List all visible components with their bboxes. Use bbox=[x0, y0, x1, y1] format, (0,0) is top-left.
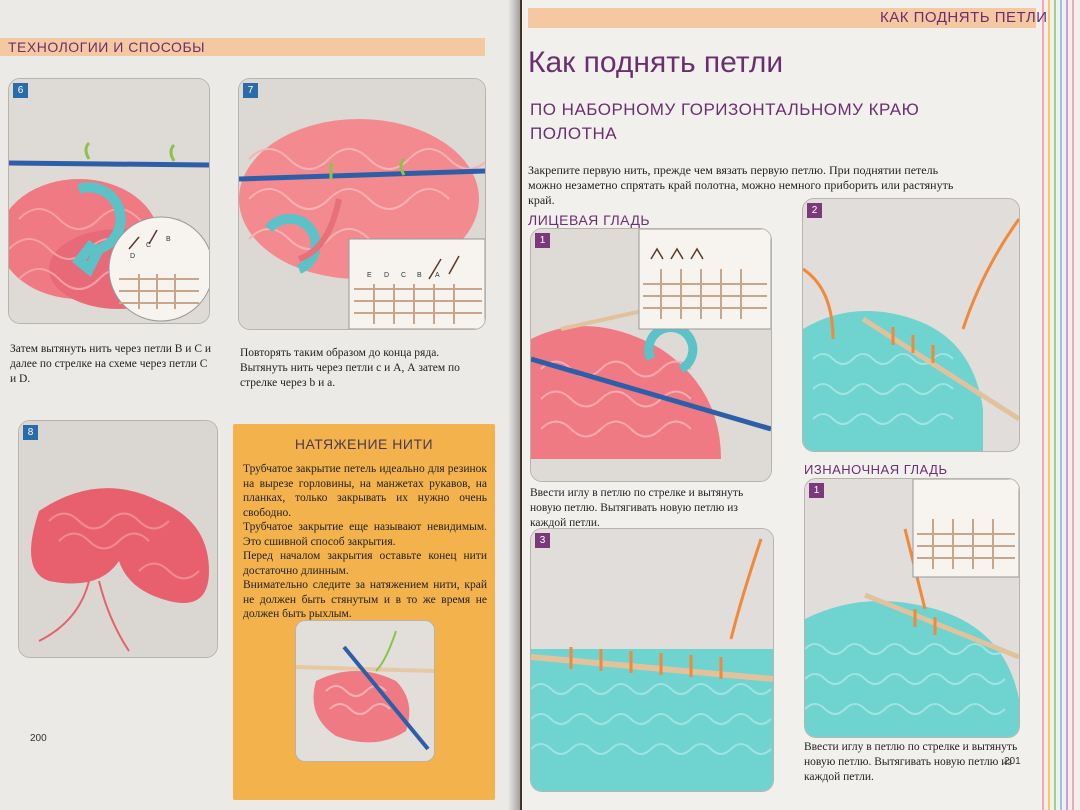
tip-paragraph-1: Трубчатое закрытие петель идеально для р… bbox=[243, 463, 487, 519]
step-7-badge: 7 bbox=[243, 83, 258, 98]
diagram-6-letter-b: B bbox=[166, 236, 171, 243]
purl-step-1-caption: Ввести иглу в петлю по стрелке и вытянут… bbox=[804, 741, 1018, 783]
diagram-6-letter-d: D bbox=[130, 253, 135, 260]
purl-stitch-heading: ИЗНАНОЧНАЯ ГЛАДЬ bbox=[804, 462, 948, 477]
step-6-badge: 6 bbox=[13, 83, 28, 98]
diagram-7-letter-e: E bbox=[367, 272, 372, 279]
tip-photo bbox=[295, 620, 435, 762]
knitting-photo-7: E D C B A bbox=[239, 79, 485, 329]
tip-box: НАТЯЖЕНИЕ НИТИ Трубчатое закрытие петель… bbox=[233, 424, 495, 800]
tip-paragraph-3: Перед началом закрытия оставьте конец ни… bbox=[243, 550, 487, 577]
step-8-badge: 8 bbox=[23, 425, 38, 440]
step-7-caption: Повторять таким образом до конца ряда. В… bbox=[240, 347, 460, 389]
diagram-6-letter-c: C bbox=[146, 242, 151, 249]
knitting-photo-8 bbox=[19, 421, 217, 657]
section-band bbox=[0, 38, 485, 56]
left-page: ТЕХНОЛОГИИ И СПОСОБЫ D C B bbox=[0, 0, 520, 810]
purl-step-1-photo: 1 bbox=[804, 478, 1020, 738]
tip-paragraph-2: Трубчатое закрытие еще называют невидимы… bbox=[243, 521, 487, 548]
front-stitch-heading: ЛИЦЕВАЯ ГЛАДЬ bbox=[528, 212, 651, 228]
front-step-2-badge: 2 bbox=[807, 203, 822, 218]
knitting-photo-purl-1 bbox=[805, 479, 1019, 737]
page-subtitle: ПО НАБОРНОМУ ГОРИЗОНТАЛЬНОМУ КРАЮ ПОЛОТН… bbox=[530, 100, 920, 143]
step-7-photo: E D C B A 7 bbox=[238, 78, 486, 330]
knitting-photo-front-2 bbox=[803, 199, 1019, 451]
right-section-label: КАК ПОДНЯТЬ ПЕТЛИ bbox=[880, 9, 1048, 26]
front-step-1-photo: 1 bbox=[530, 228, 772, 482]
knitting-photo-front-1 bbox=[531, 229, 771, 481]
page-number-right: 201 bbox=[1004, 756, 1021, 767]
step-6-caption: Затем вытянуть нить через петли В и С и … bbox=[10, 343, 212, 385]
diagram-7-letter-b: B bbox=[417, 272, 422, 279]
page-number-left: 200 bbox=[30, 733, 47, 744]
intro-text: Закрепите первую нить, прежде чем вязать… bbox=[528, 163, 954, 207]
front-step-1-badge: 1 bbox=[535, 233, 550, 248]
diagram-7-letter-d: D bbox=[384, 272, 389, 279]
diagram-7-letter-a: A bbox=[435, 272, 440, 279]
section-label: ТЕХНОЛОГИИ И СПОСОБЫ bbox=[8, 39, 206, 55]
right-section-band bbox=[528, 8, 1036, 28]
color-stripes bbox=[1038, 0, 1080, 810]
knitting-photo-6: D C B bbox=[9, 79, 209, 323]
front-step-1-caption: Ввести иглу в петлю по стрелке и вытянут… bbox=[530, 487, 744, 529]
step-6-photo: D C B 6 bbox=[8, 78, 210, 324]
diagram-7-letter-c: C bbox=[401, 272, 406, 279]
step-8-photo: 8 bbox=[18, 420, 218, 658]
tip-title: НАТЯЖЕНИЕ НИТИ bbox=[294, 436, 434, 452]
front-step-3-photo: 3 bbox=[530, 528, 774, 792]
tip-paragraph-4: Внимательно следите за натяжением нити, … bbox=[243, 579, 487, 620]
knitting-photo-front-3 bbox=[531, 529, 773, 791]
tip-text: Трубчатое закрытие петель идеально для р… bbox=[243, 462, 487, 622]
page-title: Как поднять петли bbox=[528, 46, 784, 79]
purl-step-1-badge: 1 bbox=[809, 483, 824, 498]
front-step-2-photo: 2 bbox=[802, 198, 1020, 452]
front-step-3-badge: 3 bbox=[535, 533, 550, 548]
knitting-photo-tip bbox=[296, 621, 434, 761]
